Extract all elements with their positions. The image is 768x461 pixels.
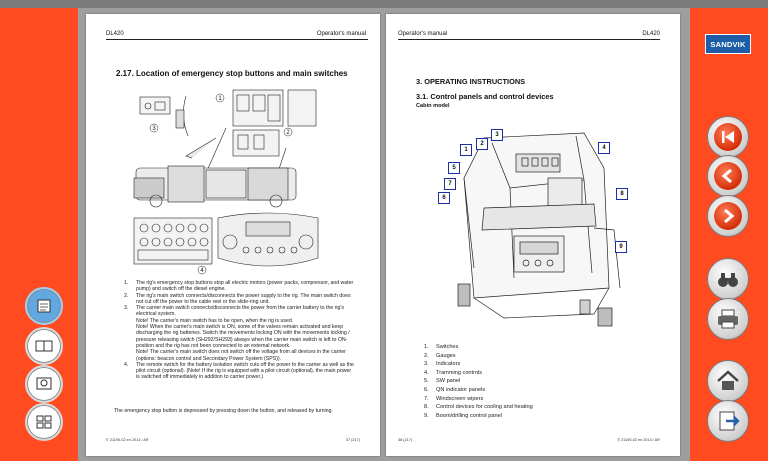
chapter-title: 3. OPERATING INSTRUCTIONS: [416, 77, 526, 86]
view-zoom-page-button[interactable]: [25, 365, 63, 403]
binoculars-icon: [718, 273, 738, 287]
sandvik-logo: SANDVIK: [705, 34, 751, 54]
next-page-button[interactable]: [707, 195, 749, 237]
callout-7: 7: [444, 178, 456, 190]
list-item: 4.The remote switch for the battery isol…: [124, 361, 354, 381]
right-header-right: DL420: [642, 31, 660, 37]
print-button[interactable]: [707, 298, 749, 340]
left-section-title: 2.17. Location of emergency stop buttons…: [116, 69, 348, 78]
chevron-right-icon: [724, 208, 735, 224]
cabin-diagram: [457, 132, 621, 327]
printer-icon: [718, 309, 738, 329]
right-header-left: Operator's manual: [398, 31, 448, 37]
top-bar: [0, 0, 768, 8]
callout-2: 2: [286, 130, 290, 136]
exit-icon: [719, 411, 740, 431]
legend-item: 1.Switches: [424, 344, 459, 350]
thumbnail-icon: [36, 415, 52, 429]
emergency-stop-diagram: 1 2 3 4: [133, 89, 319, 275]
left-item-list: 1.The rig's emergency stop buttons stop …: [124, 280, 356, 381]
left-page[interactable]: DL420 Operator's manual 2.17. Location o…: [86, 14, 380, 456]
callout-4: 4: [200, 268, 204, 274]
legend-item: 7.Windscreen wipers: [424, 395, 484, 402]
cabin-model-label: Cabin model: [416, 103, 450, 109]
list-item: Note! The carrier's main switch has to b…: [136, 317, 294, 324]
header-divider: [106, 39, 368, 40]
callout-6: 6: [438, 192, 450, 204]
callout-5: 5: [448, 162, 460, 174]
legend-item: 5.SW panel: [424, 378, 461, 385]
list-item: Note! When the carrier's main switch is …: [136, 324, 350, 349]
header-divider: [398, 39, 660, 40]
legend-item: 2.Gauges: [424, 352, 456, 359]
search-button[interactable]: [707, 258, 749, 300]
home-button[interactable]: [707, 360, 749, 402]
callout-8: 8: [616, 188, 628, 200]
callout-2: 2: [476, 138, 488, 150]
list-item: 1.The rig's emergency stop buttons stop …: [124, 280, 354, 293]
exit-button[interactable]: [707, 400, 749, 442]
callout-9: 9: [615, 241, 627, 253]
right-section-title: 3.1. Control panels and control devices: [416, 92, 554, 101]
list-item: Note! The carrier's main switch does not…: [136, 349, 346, 362]
skip-back-icon: [722, 131, 734, 143]
single-page-icon: [37, 299, 51, 313]
double-page-icon: [35, 340, 53, 352]
callout-4: 4: [598, 142, 610, 154]
legend-item: 4.Tramming controls: [424, 369, 483, 376]
chevron-left-icon: [721, 168, 732, 184]
home-icon: [717, 370, 739, 390]
previous-page-button[interactable]: [707, 155, 749, 197]
zoom-page-icon: [36, 377, 52, 390]
view-single-page-button[interactable]: [25, 287, 63, 325]
first-page-button[interactable]: [707, 116, 749, 158]
list-item: 3.The carrier main switch connects/disco…: [124, 305, 344, 318]
left-header-right: Operator's manual: [316, 31, 366, 37]
right-page-number: 38 (217): [398, 438, 413, 442]
callout-1: 1: [460, 144, 472, 156]
list-item: 2.The rig's main switch connects/disconn…: [124, 292, 351, 305]
closing-paragraph: The emergency stop button is depressed b…: [114, 408, 333, 414]
view-double-page-button[interactable]: [25, 327, 63, 365]
callout-3: 3: [152, 126, 156, 132]
right-footer-right: © 21195-02 en 2013 / AR: [617, 438, 660, 442]
legend-item: 6.QN indicator panels: [424, 386, 486, 393]
callout-1: 1: [218, 96, 222, 102]
right-legend-list: 1.Switches 2.Gauges 3.Indicators 4.Tramm…: [424, 343, 533, 420]
right-page[interactable]: Operator's manual DL420 3. OPERATING INS…: [386, 14, 680, 456]
callout-3: 3: [491, 129, 503, 141]
left-page-number: 37 (217): [345, 438, 360, 442]
legend-item: 9.Boom/drilling control panel: [424, 412, 502, 419]
legend-item: 3.Indicators: [424, 361, 461, 368]
legend-item: 8.Control devices for cooling and heatin…: [424, 404, 533, 411]
view-thumbnail-button[interactable]: [25, 403, 63, 441]
left-footer-left: © 21195-02 en 2013 / AR: [106, 438, 149, 442]
left-header-left: DL420: [106, 31, 124, 37]
